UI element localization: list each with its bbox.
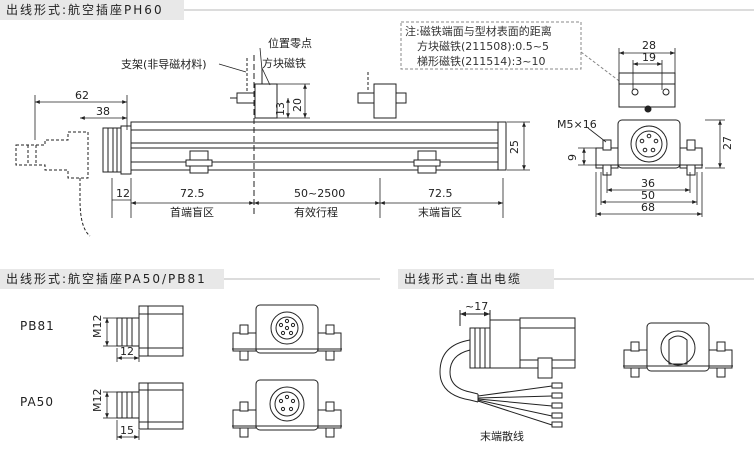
pa50-front-view (232, 379, 342, 438)
end-cap (102, 127, 122, 173)
dim-m12-pb81: M12 (91, 315, 104, 339)
pb81-side-view (116, 305, 184, 357)
top-dimensions (34, 47, 530, 218)
panel-header-direct-cable: 出线形式:直出电缆 (398, 269, 554, 289)
direct-cable-side-view (439, 310, 576, 428)
label-pb81: PB81 (20, 319, 55, 333)
dim-17: ~17 (465, 300, 488, 313)
top-dimension-text: 62 38 12 13 20 25 72.5 50~2500 72.5 首端盲区… (75, 36, 521, 219)
zone-effective-stroke: 有效行程 (294, 205, 338, 219)
dim-50: 50 (641, 189, 655, 202)
bottom-left-dims (103, 317, 140, 440)
dim-62: 62 (75, 89, 89, 102)
dim-12: 12 (116, 187, 130, 200)
dim-9: 9 (566, 154, 579, 161)
dim-13: 13 (274, 102, 287, 116)
panel-header-pa50-pb81: 出线形式:航空插座PA50/PB81 (0, 269, 224, 289)
dim-m5x16: M5×16 (557, 118, 597, 131)
direct-cable-front-view (623, 322, 733, 378)
dim-72-5-right: 72.5 (428, 187, 453, 200)
dim-25: 25 (508, 140, 521, 154)
dim-38: 38 (96, 105, 110, 118)
dim-27: 27 (721, 136, 734, 150)
label-bracket: 支架(非导磁材料) (121, 57, 207, 71)
label-cable-end: 末端散线 (480, 429, 524, 443)
label-zero-position: 位置零点 (268, 36, 312, 50)
dim-19: 19 (642, 51, 656, 64)
dim-28: 28 (642, 39, 656, 52)
zone-start-dead: 首端盲区 (170, 205, 214, 219)
magnet-block-right (373, 83, 397, 119)
note-line-1: 注:磁铁端面与型材表面的距离 (405, 24, 552, 38)
dim-72-5-left: 72.5 (180, 187, 205, 200)
dim-12-pb81: 12 (120, 345, 134, 358)
note-line-2: 方块磁铁(211508):0.5~5 (417, 39, 549, 53)
zone-end-dead: 末端盲区 (418, 205, 462, 219)
cable-dashed (79, 178, 91, 237)
dim-15-pa50: 15 (120, 424, 134, 437)
header-rule (184, 9, 754, 11)
dim-stroke: 50~2500 (294, 187, 345, 200)
panel-header-ph60: 出线形式:航空插座PH60 (0, 0, 184, 20)
note-line-3: 梯形磁铁(211514):3~10 (417, 55, 546, 68)
connector-dashed-outline (15, 131, 89, 179)
dim-20: 20 (291, 98, 304, 112)
label-square-magnet: 方块磁铁 (262, 56, 306, 70)
sensor-side-view (15, 55, 507, 237)
pb81-front-view (232, 304, 342, 361)
note-box (400, 21, 582, 70)
dim-m12-pa50: M12 (91, 389, 104, 413)
sensor-end-view (595, 72, 703, 176)
pa50-side-view (116, 382, 184, 430)
header-rule (224, 278, 380, 280)
end-view-dimensions (578, 48, 725, 217)
cable (439, 339, 479, 403)
header-rule (554, 278, 754, 280)
end-view-dimension-text: 28 19 M5×16 27 9 36 50 68 (557, 39, 734, 214)
dim-68: 68 (641, 201, 655, 214)
label-pa50: PA50 (20, 395, 54, 409)
dim-36: 36 (641, 177, 655, 190)
